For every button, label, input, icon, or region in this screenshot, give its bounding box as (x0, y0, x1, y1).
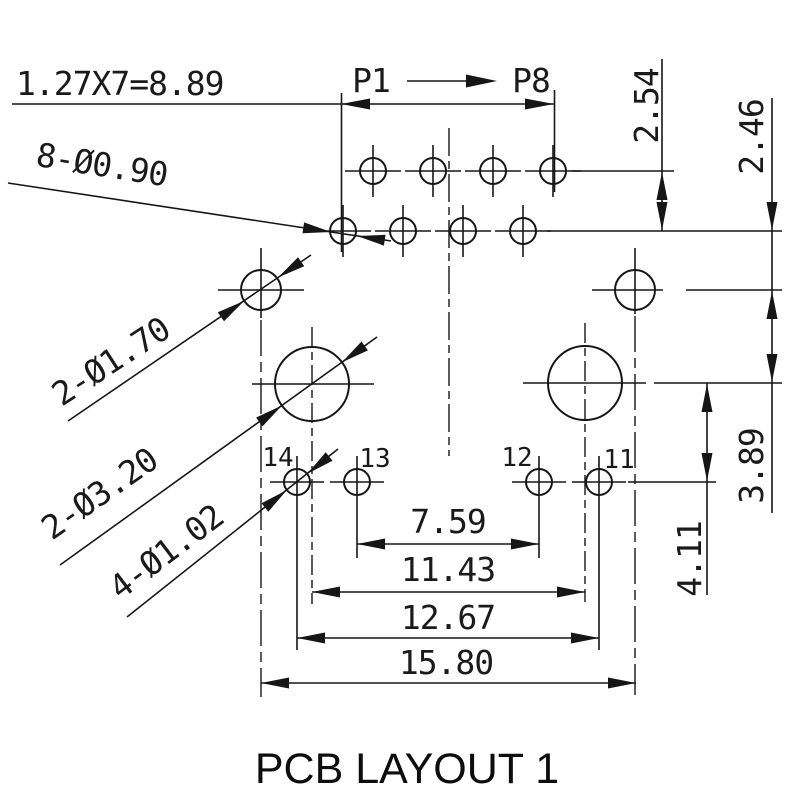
side-hole-left (218, 248, 304, 697)
pitch-dimension: 1.27X7=8.89 (12, 64, 556, 252)
pin-start-label: P1 (352, 61, 390, 100)
arrowhead (557, 586, 585, 598)
direction-arrowhead (466, 74, 497, 88)
leader-arrowhead (307, 452, 333, 474)
hole-number-12: 12 (501, 443, 532, 473)
numbered-holes: 14 13 12 11 (262, 443, 635, 650)
leader-arrowhead (261, 490, 287, 512)
arrowhead (571, 632, 599, 644)
arrowhead (312, 586, 340, 598)
pin-holes-row1 (345, 145, 581, 197)
dim-side-span-15_80: 15.80 (261, 643, 636, 689)
dim-text-2_54: 2.54 (627, 68, 666, 144)
leader-arrowhead (217, 301, 244, 322)
dim-text-7_59: 7.59 (410, 502, 485, 541)
arrowhead (766, 354, 778, 382)
leader-line (7, 182, 392, 242)
pin-order-annotation: P1 P8 (352, 61, 551, 100)
arrowhead (357, 538, 385, 550)
arrowhead (511, 538, 539, 550)
arrowhead (525, 98, 554, 110)
leader-line (126, 448, 339, 618)
side-holes-note-text: 2-Ø1.70 (45, 309, 177, 414)
leader-arrowhead (256, 405, 282, 427)
dim-small-span-12_67: 12.67 (297, 598, 599, 644)
pins-note-leader: 8-Ø0.90 (7, 135, 392, 246)
drawing-title: PCB LAYOUT 1 (255, 745, 559, 793)
hole-number-11: 11 (603, 445, 634, 475)
arrowhead (261, 677, 289, 689)
leader-line (59, 336, 378, 566)
small-holes-note-text: 4-Ø1.02 (102, 496, 231, 607)
leader-arrowhead (357, 234, 386, 246)
leader-arrowhead (342, 341, 368, 363)
arrowhead (608, 677, 636, 689)
arrowhead (701, 384, 713, 412)
dim-side-to-big-3_89: 3.89 (654, 354, 782, 504)
big-hole-right (523, 323, 646, 602)
hole-number-14: 14 (262, 443, 293, 473)
dim-text-11_43: 11.43 (401, 550, 495, 589)
arrowhead (656, 202, 668, 230)
dim-inner-7_59: 7.59 (357, 502, 539, 550)
dim-text-2_46: 2.46 (732, 99, 771, 174)
dim-big-to-small-4_11: 4.11 (628, 383, 716, 597)
arrowhead (297, 632, 325, 644)
dim-row-pitch-2_54: 2.54 (547, 59, 782, 232)
side-hole-right (592, 248, 663, 695)
pitch-dim-text: 1.27X7=8.89 (16, 64, 224, 103)
arrowhead (766, 202, 778, 230)
pin-end-label: P8 (512, 61, 550, 100)
side-holes-note-leader: 2-Ø1.70 (45, 254, 312, 422)
arrowhead (701, 453, 713, 481)
dim-text-12_67: 12.67 (401, 598, 495, 637)
arrowhead (766, 291, 778, 319)
pins-note-text: 8-Ø0.90 (34, 135, 171, 194)
dim-row-to-side-2_46: 2.46 (686, 98, 782, 513)
dim-text-15_80: 15.80 (399, 643, 493, 682)
leader-arrowhead (278, 257, 305, 278)
dim-text-3_89: 3.89 (732, 428, 771, 503)
arrowhead (656, 172, 668, 200)
dim-big-span-11_43: 11.43 (312, 550, 585, 598)
pin-holes-row2 (315, 205, 551, 257)
leader-line (67, 254, 312, 422)
hole-number-13: 13 (359, 444, 390, 474)
big-holes-note-text: 2-Ø3.20 (34, 440, 165, 548)
arrowhead (341, 98, 370, 110)
dim-text-4_11: 4.11 (670, 521, 709, 596)
leader-arrowhead (302, 222, 331, 234)
